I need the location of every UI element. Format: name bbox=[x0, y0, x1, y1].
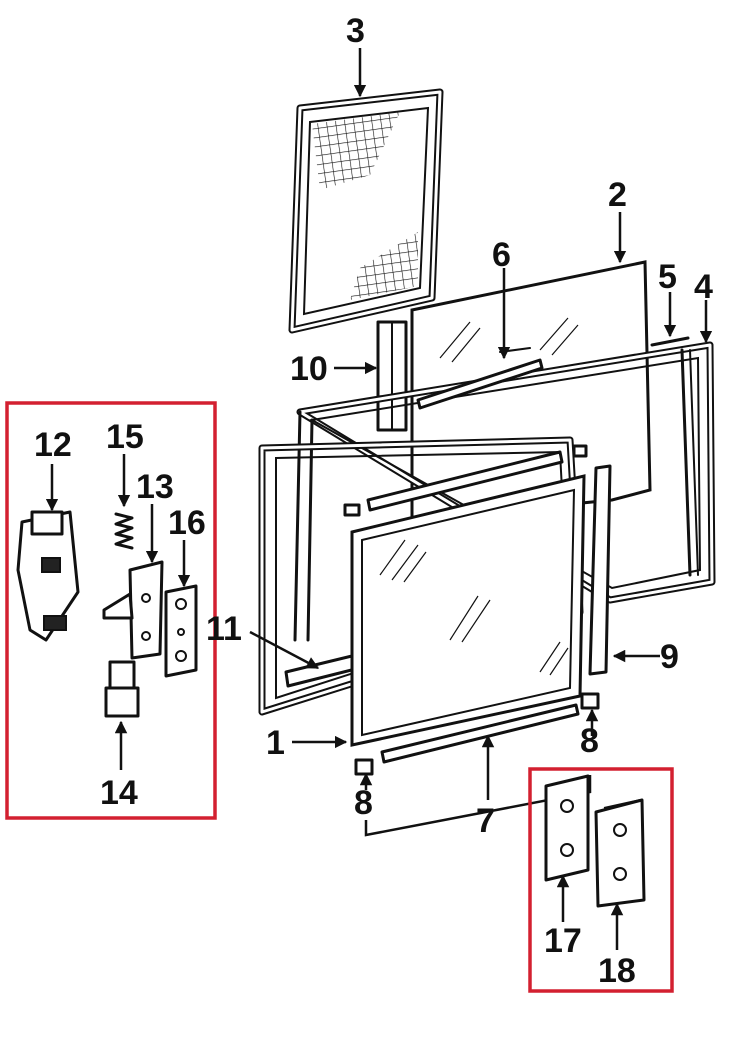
callout-13: 13 bbox=[136, 468, 174, 506]
callout-15: 15 bbox=[106, 418, 144, 456]
callout-8-right: 8 bbox=[580, 722, 599, 760]
highlight-box-right-kit bbox=[528, 767, 674, 993]
callout-3: 3 bbox=[346, 12, 365, 50]
plate-part-17 bbox=[544, 774, 590, 882]
upper-guide-rail bbox=[343, 444, 588, 517]
callout-16: 16 bbox=[168, 504, 206, 542]
callout-2: 2 bbox=[608, 176, 627, 214]
glass-part-1 bbox=[350, 474, 586, 747]
latch-part-12 bbox=[16, 510, 80, 642]
spring-part-15 bbox=[114, 512, 134, 550]
callout-17: 17 bbox=[544, 922, 582, 960]
plate-part-16 bbox=[164, 584, 198, 678]
callout-18: 18 bbox=[598, 952, 636, 990]
seal-part-5 bbox=[650, 336, 699, 577]
callout-11: 11 bbox=[206, 610, 242, 648]
screen-part-3 bbox=[288, 88, 444, 334]
callout-6: 6 bbox=[492, 236, 511, 274]
hinge-part-13 bbox=[102, 560, 164, 660]
callout-1: 1 bbox=[266, 724, 285, 762]
weatherstrip-part-9 bbox=[588, 464, 612, 676]
callout-5: 5 bbox=[658, 258, 677, 296]
stop-part-8-left bbox=[354, 758, 374, 776]
channel-part-10 bbox=[376, 320, 408, 432]
rail-part-7 bbox=[380, 703, 580, 764]
callout-8-left: 8 bbox=[354, 784, 373, 822]
glass-part-2 bbox=[410, 260, 652, 522]
leader-lines bbox=[45, 48, 713, 950]
callout-9: 9 bbox=[660, 638, 679, 676]
stop-part-8-right bbox=[580, 692, 600, 710]
part-8-bracket-line bbox=[364, 775, 592, 837]
callout-10: 10 bbox=[290, 350, 328, 388]
callout-14: 14 bbox=[100, 774, 138, 812]
callout-12: 12 bbox=[34, 426, 72, 464]
plate-part-18 bbox=[594, 798, 646, 908]
callout-7: 7 bbox=[476, 802, 495, 840]
highlight-box-left-kit bbox=[5, 401, 217, 820]
callout-4: 4 bbox=[694, 268, 713, 306]
pin-part-14 bbox=[104, 660, 140, 718]
